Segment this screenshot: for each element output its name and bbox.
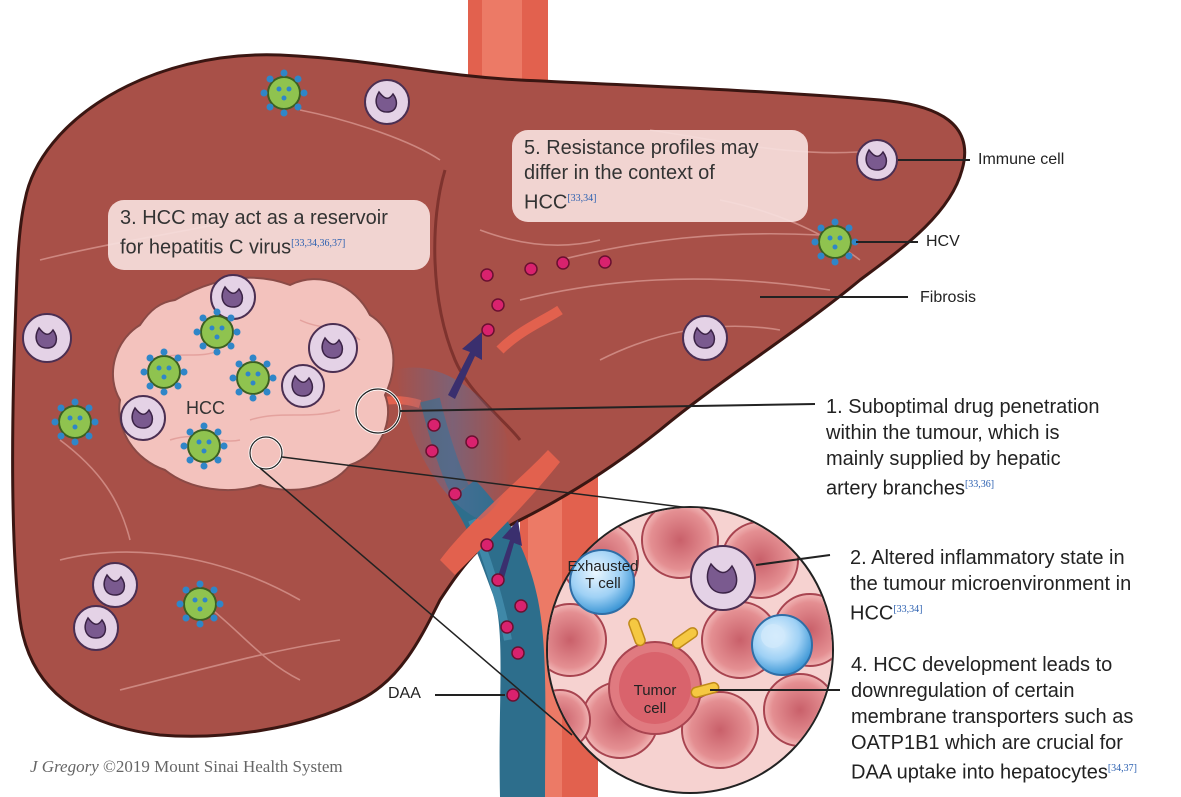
- hcv-particles: [51, 69, 859, 628]
- callout-resistance-line1: 5. Resistance profiles may: [524, 137, 759, 159]
- step-1-line1: 1. Suboptimal drug penetration: [826, 396, 1100, 418]
- immune-cell: [682, 315, 728, 361]
- hcv-particle: [140, 348, 188, 396]
- callout-reservoir-line1: 3. HCC may act as a reservoir: [120, 207, 388, 229]
- label-exhausted-line2: T cell: [585, 575, 621, 592]
- label-tumor-line1: Tumor: [633, 682, 677, 699]
- callout-reservoir-line2: for hepatitis C virus: [120, 236, 292, 259]
- exhausted-t-cell: [569, 549, 635, 615]
- step-4-transporter-downregulation: 4. HCC development leads to downregulati…: [851, 652, 1137, 786]
- immune-cell-zoomed: [690, 545, 756, 611]
- step-1-line3: mainly supplied by hepatic: [826, 448, 1061, 470]
- hcv-particle: [193, 308, 241, 356]
- immune-cell: [364, 79, 410, 125]
- reference-superscript: [33,36]: [964, 479, 995, 490]
- step-4-line2: downregulation of certain: [851, 680, 1075, 702]
- step-1-line2: within the tumour, which is: [826, 422, 1060, 444]
- hcv-particle: [811, 218, 859, 266]
- label-tumor-cell: Tumor cell: [620, 682, 690, 718]
- label-immune-cell: Immune cell: [978, 151, 1065, 168]
- label-exhausted-line1: Exhausted: [567, 558, 639, 575]
- step-2-line1: 2. Altered inflammatory state in: [850, 547, 1125, 569]
- label-exhausted-t-cell: Exhausted T cell: [558, 558, 648, 592]
- credit-author: J Gregory: [30, 757, 99, 776]
- step-4-line1: 4. HCC development leads to: [851, 654, 1113, 676]
- step-4-line4: OATP1B1 which are crucial for: [851, 732, 1123, 754]
- tumour-microenvironment-zoom: [546, 506, 834, 794]
- label-hcv: HCV: [926, 233, 960, 250]
- reference-superscript: [33,34]: [893, 604, 923, 615]
- callout-resistance-line3: HCC: [524, 191, 568, 214]
- callout-hcv-reservoir: 3. HCC may act as a reservoir for hepati…: [108, 200, 430, 270]
- callout-resistance-line3-wrap: HCC[33,34]: [524, 186, 796, 216]
- step-1-line4: artery branches: [826, 477, 965, 500]
- lobe-fissure: [433, 169, 522, 441]
- reference-superscript: [33,34,36,37]: [291, 238, 346, 249]
- t-cell: [751, 614, 813, 676]
- callout-resistance-profiles: 5. Resistance profiles may differ in the…: [512, 130, 808, 222]
- membrane-transporters: [628, 617, 720, 699]
- step-1-line4-wrap: artery branches[33,36]: [826, 472, 1100, 502]
- immune-cells: [22, 79, 898, 651]
- leader-lines: [399, 159, 970, 696]
- hcv-particle: [260, 69, 308, 117]
- flow-arrows: [448, 332, 522, 578]
- step-2-inflammatory-state: 2. Altered inflammatory state in the tum…: [850, 545, 1131, 627]
- copyright-credit: J Gregory ©2019 Mount Sinai Health Syste…: [30, 757, 343, 777]
- step-4-line5: DAA uptake into hepatocytes: [851, 761, 1108, 784]
- immune-cell: [210, 274, 256, 320]
- reference-superscript: [33,34]: [567, 193, 597, 204]
- label-daa: DAA: [388, 685, 421, 702]
- immune-cell: [281, 364, 325, 408]
- step-2-line2: the tumour microenvironment in: [850, 573, 1132, 595]
- immune-cell: [308, 323, 358, 373]
- hcv-particle: [229, 354, 277, 402]
- step-4-line5-wrap: DAA uptake into hepatocytes[34,37]: [851, 756, 1137, 786]
- label-tumor-line2: cell: [643, 700, 667, 717]
- hcv-particle: [176, 580, 224, 628]
- hcv-particle: [180, 422, 228, 470]
- step-4-line3: membrane transporters such as: [851, 706, 1134, 728]
- reference-superscript: [34,37]: [1107, 763, 1138, 774]
- callout-resistance-line2: differ in the context of: [524, 162, 715, 184]
- label-hcc: HCC: [186, 398, 225, 418]
- label-fibrosis: Fibrosis: [920, 289, 977, 306]
- immune-cell: [92, 562, 138, 608]
- step-2-line3-wrap: HCC[33,34]: [850, 597, 1131, 627]
- hcv-particle: [51, 398, 99, 446]
- zoom-connector-lines: [259, 456, 691, 736]
- step-2-line3: HCC: [850, 602, 894, 625]
- immune-cell: [856, 139, 898, 181]
- immune-cell: [22, 313, 72, 363]
- credit-rest: ©2019 Mount Sinai Health System: [103, 757, 343, 776]
- immune-cell: [73, 605, 119, 651]
- step-1-drug-penetration: 1. Suboptimal drug penetration within th…: [826, 394, 1100, 502]
- immune-cell: [120, 395, 166, 441]
- callout-reservoir-line2-wrap: for hepatitis C virus[33,34,36,37]: [120, 231, 418, 261]
- daa-drug-dots: [425, 255, 612, 702]
